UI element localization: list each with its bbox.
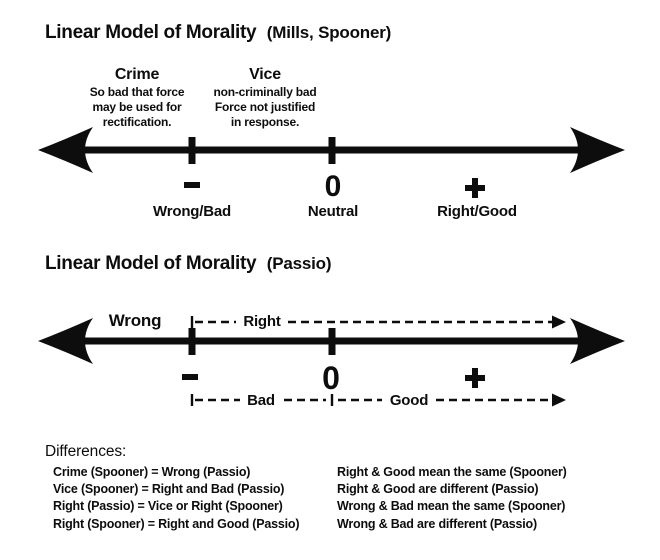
plus-symbol	[465, 368, 485, 388]
crime-desc-line1: So bad that force	[89, 85, 185, 99]
vice-desc-line3: in response.	[230, 115, 300, 129]
dashed-range-right	[190, 315, 566, 329]
difference-row: Crime (Spooner) = Wrong (Passio)	[53, 465, 251, 479]
diagram1-title: Linear Model of Morality (Mills, Spooner…	[45, 22, 391, 44]
small-arrowhead-icon	[552, 315, 566, 329]
diagram1-title-text: Linear Model of Morality	[45, 22, 257, 43]
arrowhead-left-icon	[38, 127, 93, 173]
minus-symbol	[184, 182, 200, 188]
differences-left-column: Crime (Spooner) = Wrong (Passio) Vice (S…	[53, 464, 300, 533]
crime-heading: Crime	[114, 66, 160, 83]
difference-row: Vice (Spooner) = Right and Bad (Passio)	[53, 482, 285, 497]
vice-desc-line2: Force not justified	[214, 100, 316, 114]
plus-symbol	[465, 178, 485, 198]
number-line-passio	[38, 318, 625, 364]
difference-row: Right (Spooner) = Right and Good (Passio…	[53, 516, 300, 531]
difference-row: Wrong & Bad mean the same (Spooner)	[337, 499, 566, 514]
diagram1-attribution: (Mills, Spooner)	[266, 23, 392, 42]
positive-axis-label: Right/Good	[437, 203, 517, 220]
zero-symbol: 0	[324, 170, 342, 203]
differences-right-column: Right & Good mean the same (Spooner) Rig…	[337, 464, 567, 533]
zero-symbol: 0	[322, 360, 340, 396]
crime-description: So bad that force may be used for rectif…	[90, 85, 185, 130]
wrong-region-label: Wrong	[108, 311, 162, 330]
good-range-label: Good	[389, 392, 429, 409]
vice-description: non-criminally bad Force not justified i…	[213, 85, 316, 130]
diagram2-title: Linear Model of Morality (Passio)	[45, 253, 332, 275]
negative-axis-label: Wrong/Bad	[153, 203, 231, 220]
difference-row: Wrong & Bad are different (Passio)	[337, 516, 537, 531]
arrowhead-left-icon	[38, 318, 93, 364]
right-range-label: Right	[243, 313, 281, 330]
arrowhead-right-icon	[570, 127, 625, 173]
diagram2-attribution: (Passio)	[266, 254, 332, 273]
neutral-axis-label: Neutral	[307, 203, 359, 220]
vice-heading: Vice	[249, 66, 281, 83]
difference-row: Right (Passio) = Vice or Right (Spooner)	[53, 499, 283, 514]
small-arrowhead-icon	[552, 393, 566, 407]
difference-row: Right & Good mean the same (Spooner)	[337, 465, 567, 479]
differences-heading: Differences:	[45, 443, 127, 460]
crime-desc-line2: may be used for	[92, 100, 182, 114]
dashed-range-bad-good	[190, 393, 566, 407]
diagram2-title-text: Linear Model of Morality	[45, 253, 257, 274]
difference-row: Right & Good are different (Passio)	[337, 482, 539, 497]
crime-desc-line3: rectification.	[102, 115, 172, 129]
number-line-spooner	[38, 127, 625, 173]
bad-range-label: Bad	[247, 392, 275, 409]
arrowhead-right-icon	[570, 318, 625, 364]
vice-desc-line1: non-criminally bad	[213, 85, 317, 99]
minus-symbol	[182, 374, 198, 380]
